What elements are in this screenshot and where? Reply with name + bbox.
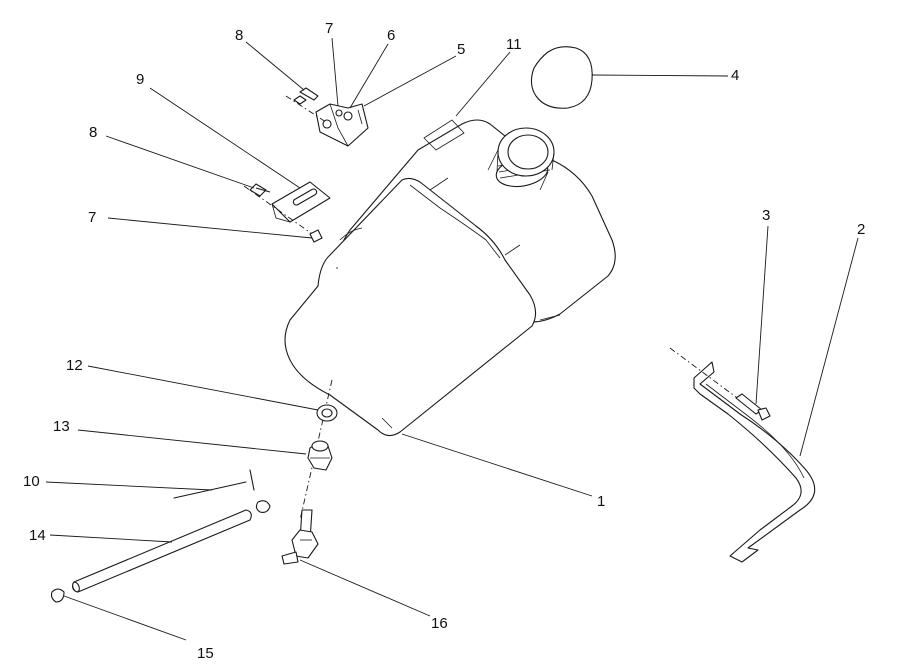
callout-13: 13	[53, 418, 70, 435]
callout-5: 5	[457, 41, 465, 58]
callout-8-mid: 8	[89, 124, 97, 141]
tank-strap	[669, 347, 816, 563]
hose-clamp-upper	[255, 500, 271, 513]
callout-6: 6	[387, 27, 395, 44]
leader-lines	[45, 37, 859, 641]
hose-clamp-lower	[50, 588, 65, 603]
callout-labels: 1 2 3 4 5 6 7 7 8 8 9 10 11 12 13 14 15 …	[23, 20, 865, 662]
callout-4: 4	[731, 67, 739, 84]
callout-12: 12	[66, 357, 83, 374]
callout-7-mid: 7	[88, 209, 96, 226]
part-10-line	[173, 469, 255, 499]
callout-14: 14	[29, 527, 46, 544]
mid-bracket-assembly	[243, 181, 331, 243]
callout-15: 15	[197, 645, 214, 662]
callout-1: 1	[597, 493, 605, 510]
callout-11: 11	[506, 36, 522, 53]
drain-fittings	[281, 379, 338, 565]
strap-bolt	[735, 393, 771, 421]
fuel-hose	[72, 509, 252, 593]
callout-10: 10	[23, 473, 40, 490]
tank-cap	[530, 46, 593, 109]
callout-9: 9	[136, 71, 144, 88]
fuel-tank	[284, 119, 616, 437]
callout-16: 16	[431, 615, 448, 632]
upper-bracket-assembly	[285, 87, 369, 147]
callout-3: 3	[762, 207, 770, 224]
callout-7-top: 7	[325, 20, 333, 37]
callout-2: 2	[857, 221, 865, 238]
callout-8-top: 8	[235, 27, 243, 44]
